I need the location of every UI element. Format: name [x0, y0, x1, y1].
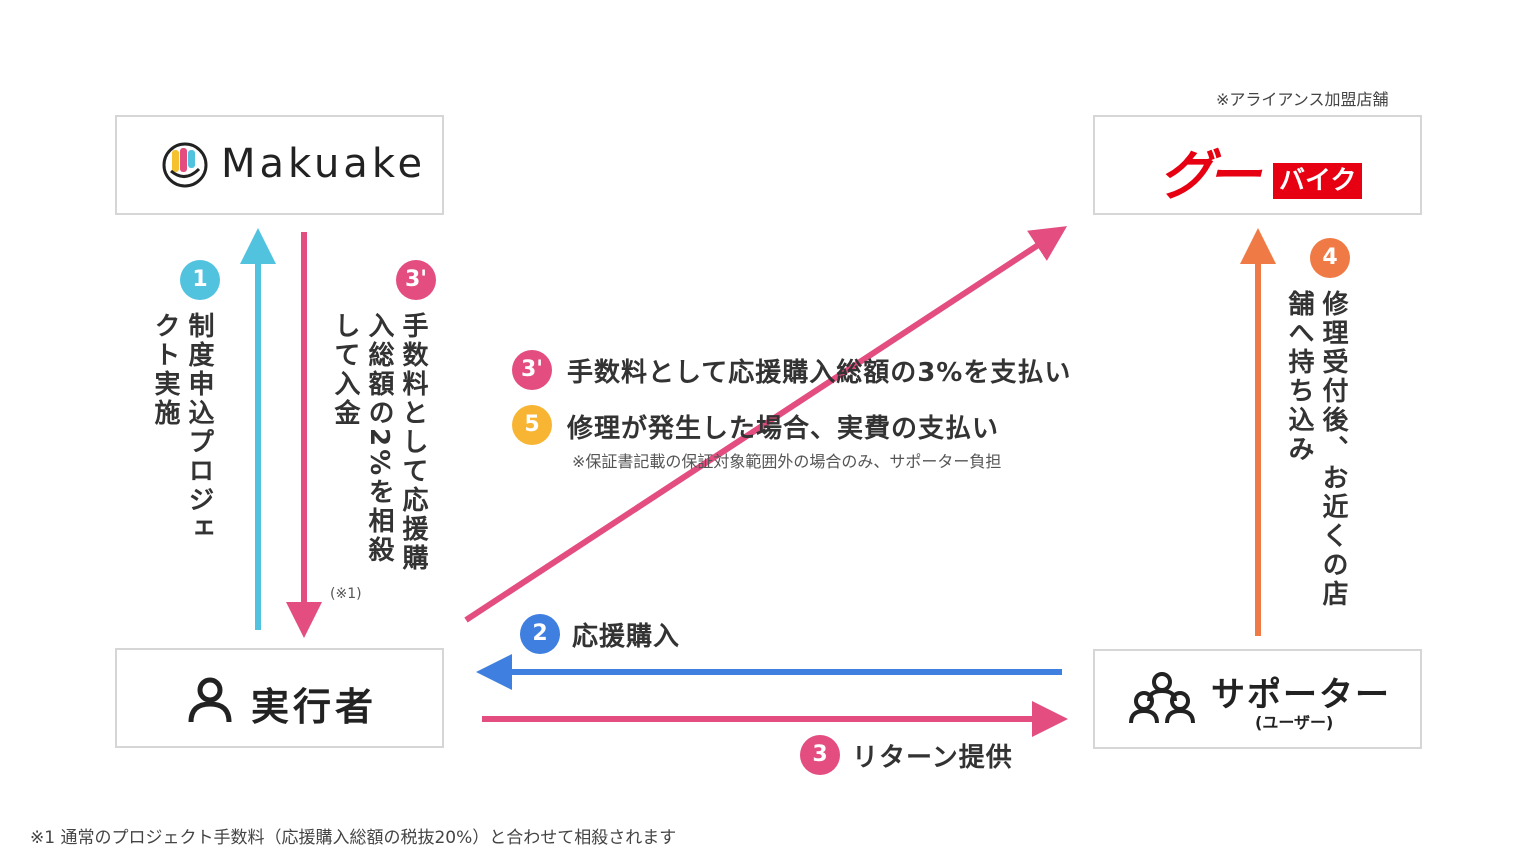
supporter-sub: (ユーザー) — [1255, 713, 1334, 732]
step-3p-mid-text: 手数料として応援購入総額の3%を支払い — [567, 358, 1072, 388]
step-4-badge: 4 — [1310, 238, 1350, 278]
step-1-badge: 1 — [180, 260, 220, 300]
step-3p-left-badge: 3' — [396, 260, 436, 300]
step-3-badge: 3 — [800, 735, 840, 775]
step-3-text: リターン提供 — [852, 743, 1013, 773]
step-3p-left-note: (※1) — [330, 586, 362, 602]
goo-bike-box: グー バイク — [1093, 115, 1422, 215]
step-2-text: 応援購入 — [572, 622, 681, 652]
alliance-note: ※アライアンス加盟店舗 — [1216, 90, 1389, 109]
supporter-label: サポーター — [1211, 675, 1391, 715]
step-3p-left-text: 手数料として応援購入総額の2%を相殺して入金 — [330, 312, 428, 573]
executor-label: 実行者 — [251, 685, 378, 729]
footnote: ※1 通常のプロジェクト手数料（応援購入総額の税抜20%）と合わせて相殺されます — [30, 828, 677, 848]
step-3p-mid-badge: 3' — [512, 350, 552, 390]
makuake-logo-text: Makuake — [221, 141, 427, 187]
goo-logo-main: グー — [1159, 144, 1261, 207]
step-1-text: 制度申込プロジェクト実施 — [150, 312, 214, 544]
person-icon — [188, 677, 232, 723]
goo-logo-sub: バイク — [1273, 163, 1363, 199]
step-2-badge: 2 — [520, 614, 560, 654]
group-icon — [1129, 672, 1195, 724]
step-5-badge: 5 — [512, 405, 552, 445]
makuake-box: Makuake — [115, 115, 444, 215]
supporter-box: サポーター (ユーザー) — [1093, 649, 1422, 749]
executor-box: 実行者 — [115, 648, 444, 748]
step-5-note: ※保証書記載の保証対象範囲外の場合のみ、サポーター負担 — [572, 452, 1002, 471]
step-4-text: 修理受付後、お近くの店舗へ持ち込み — [1284, 290, 1348, 609]
arrow-fee-to-goo — [464, 226, 1068, 623]
step-5-text: 修理が発生した場合、実費の支払い — [567, 414, 1000, 444]
makuake-logo-icon — [162, 142, 208, 188]
